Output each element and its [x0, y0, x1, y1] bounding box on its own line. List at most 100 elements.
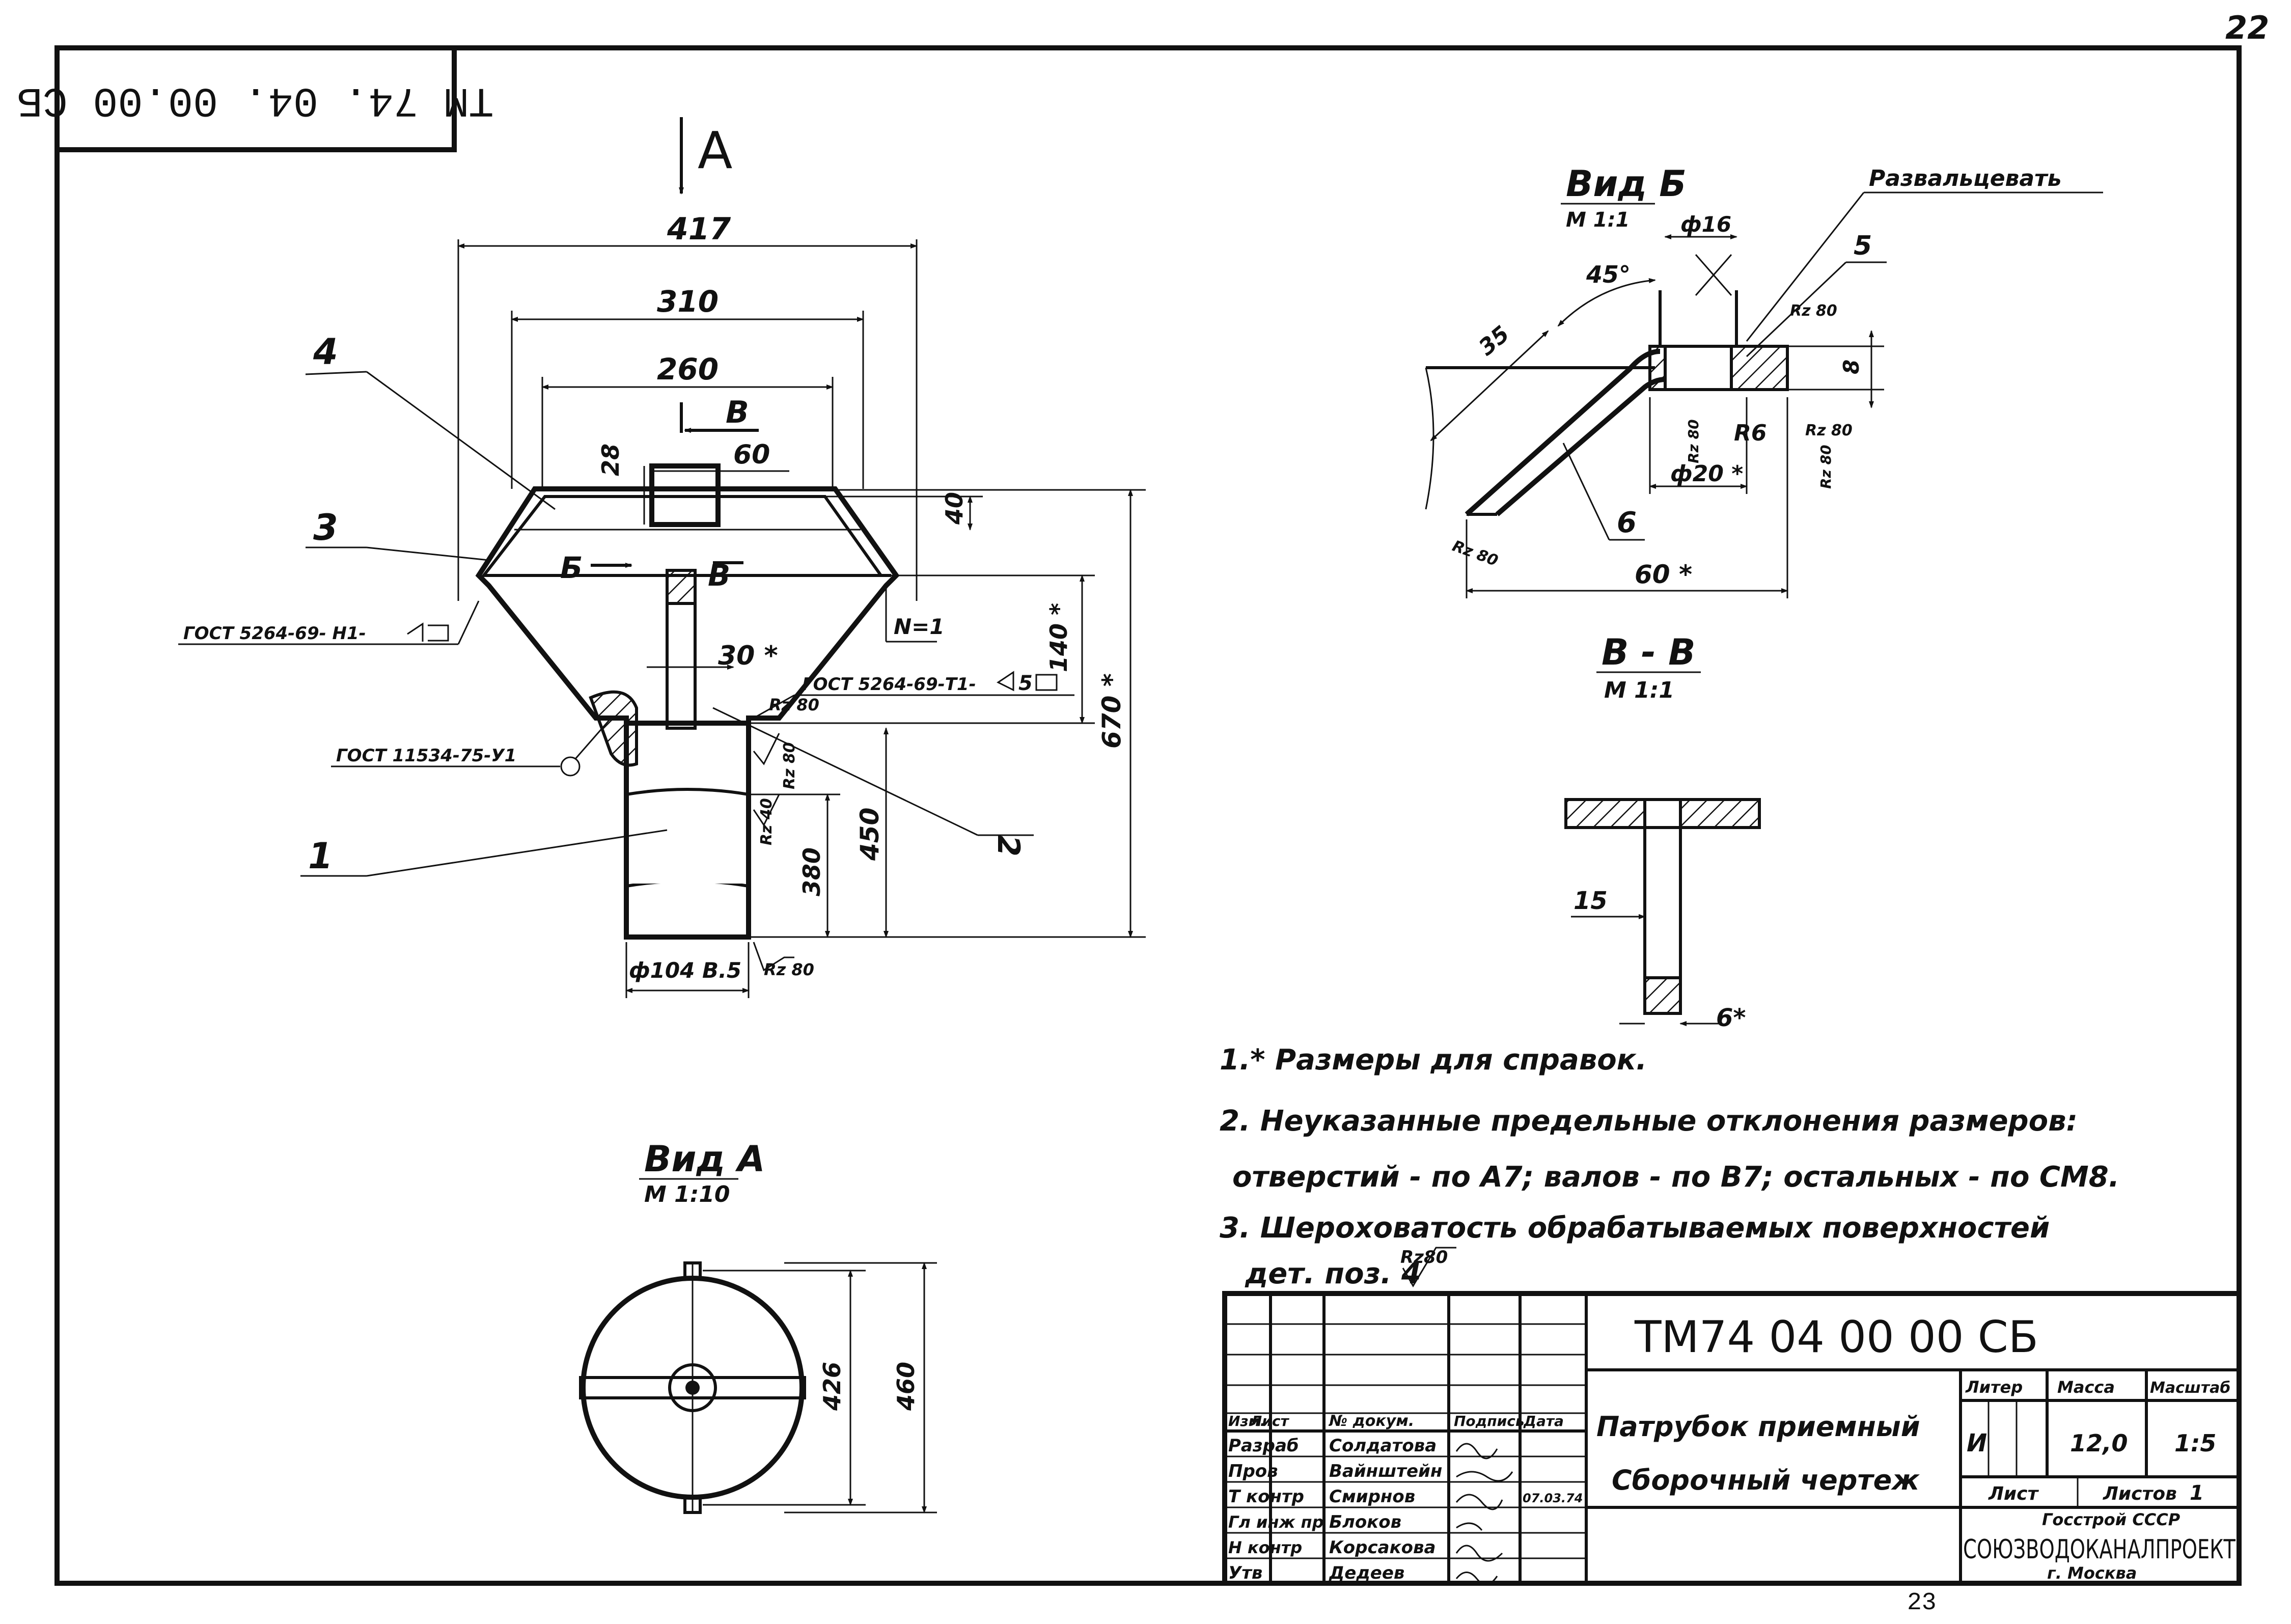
- tb-role-0: Разраб: [1228, 1436, 1299, 1456]
- dim-60-star: 60 *: [1635, 560, 1692, 589]
- tb-role-2: Т контр: [1228, 1487, 1304, 1507]
- rz-b3: Rz 80: [1805, 422, 1853, 439]
- dim-460: 460: [892, 1362, 920, 1411]
- section-bb-scale: М 1:1: [1604, 677, 1674, 703]
- bb-plate-right: [1679, 798, 1761, 829]
- tb-h-doc: № докум.: [1328, 1412, 1414, 1430]
- view-b-scale: М 1:1: [1566, 208, 1630, 232]
- main-view: А 417 310 260 В 60 28 40 Б: [178, 117, 1146, 998]
- rz-b2: Rz 80: [1685, 419, 1702, 463]
- tb-mass-label: Масса: [2057, 1378, 2115, 1397]
- dim-15: 15: [1574, 887, 1608, 915]
- tb-h-date: Дата: [1523, 1413, 1564, 1429]
- note-1: 1.* Размеры для справок.: [1220, 1043, 1647, 1077]
- dim-380: 380: [798, 847, 825, 896]
- tb-date-2: 07.03.74: [1523, 1491, 1583, 1505]
- dim-d16: ф16: [1680, 212, 1731, 237]
- corner-stamp: ТМ 74. 04. 00.00 СБ: [18, 76, 494, 124]
- rz-4: Rz 80: [764, 960, 814, 979]
- dim-6-star: 6*: [1716, 1004, 1746, 1032]
- tb-litera-label: Литер: [1965, 1378, 2023, 1397]
- tb-mass: 12,0: [2070, 1429, 2128, 1457]
- tb-h-list: Лист: [1250, 1413, 1289, 1429]
- bent-tube: [1465, 349, 1661, 516]
- tb-name-4: Корсакова: [1329, 1537, 1436, 1558]
- cone-inner: [480, 495, 884, 577]
- dim-140: 140 *: [1045, 603, 1072, 672]
- rz-3: Rz 80: [781, 742, 798, 789]
- note-2: 2. Неуказанные предельные отклонения раз…: [1220, 1105, 2078, 1138]
- dim-45: 45°: [1586, 261, 1631, 288]
- section-bb: В - В М 1:1 15 6*: [1564, 631, 1761, 1032]
- tb-role-1: Пров: [1228, 1461, 1278, 1481]
- tb-role-5: Утв: [1228, 1563, 1262, 1583]
- tb-name-0: Солдатова: [1329, 1436, 1437, 1456]
- tb-sheet-label: Лист: [1988, 1483, 2039, 1504]
- dim-28: 28: [597, 444, 624, 476]
- tb-sheets: 1: [2190, 1481, 2204, 1505]
- tb-h-izm: Изм.: [1228, 1413, 1265, 1429]
- note-3: 3. Шероховатость обрабатываемых поверхно…: [1220, 1212, 2050, 1245]
- tb-scale-label: Масштаб: [2150, 1379, 2230, 1397]
- dim-35: 35: [1474, 321, 1514, 361]
- view-a-title: Вид А: [644, 1138, 765, 1180]
- callout-3: 3: [313, 507, 338, 548]
- view-a-scale: М 1:10: [644, 1181, 730, 1207]
- bb-plate-left: [1564, 798, 1646, 829]
- view-a-arrow-label: А: [698, 121, 732, 180]
- section-b-top: В: [726, 395, 749, 430]
- dim-d20: ф20 *: [1670, 461, 1743, 487]
- tb-scale: 1:5: [2174, 1429, 2216, 1457]
- tb-doc-code: ТМ74 04 00 00 СБ: [1634, 1312, 2038, 1363]
- view-b: Вид Б М 1:1 Развальцевать 5 ф16 45° 35 ф…: [1425, 163, 2103, 598]
- note-rz: Rz80: [1400, 1247, 1448, 1268]
- weld-left: ГОСТ 5264-69- Н1-: [183, 623, 366, 644]
- tb-name-2: Смирнов: [1329, 1487, 1415, 1507]
- view-b-marker: Б: [560, 550, 583, 585]
- sheet-number: 22: [2225, 9, 2269, 46]
- n1-label: N=1: [894, 614, 945, 639]
- sheet-frame: [54, 45, 2242, 1586]
- title-block: Изм. Лист № докум. Подпись Дата Разраб С…: [1222, 1291, 2242, 1586]
- signatures: [1455, 1443, 1513, 1585]
- weld-size-right: 5: [1018, 672, 1033, 695]
- roll-note: Развальцевать: [1869, 166, 2061, 191]
- dim-450: 450: [855, 808, 885, 861]
- tb-role-3: Гл инж пр: [1228, 1512, 1324, 1532]
- callout-6: 6: [1617, 506, 1637, 539]
- tb-name-1: Вайнштейн: [1329, 1461, 1442, 1481]
- tb-org2: СОЮЗВОДОКАНАЛПРОЕКТ: [1963, 1534, 2235, 1565]
- weld-bead: [589, 690, 638, 767]
- tb-org1: Госстрой СССР: [2042, 1510, 2180, 1529]
- tb-sheets-label: Листов: [2103, 1483, 2177, 1504]
- callout-5: 5: [1854, 231, 1872, 261]
- dim-60: 60: [733, 439, 770, 470]
- rz-b5: Rz 80: [1790, 302, 1837, 320]
- dim-40: 40: [941, 492, 968, 525]
- notes: 1.* Размеры для справок. 2. Неуказанные …: [1220, 1043, 2119, 1290]
- tb-city: г. Москва: [2047, 1563, 2137, 1583]
- dim-d104: ф104 В.5: [629, 958, 741, 983]
- note-3b: дет. поз. 4: [1245, 1257, 1421, 1290]
- view-b-title: Вид Б: [1566, 163, 1687, 205]
- tb-name-line2: Сборочный чертеж: [1612, 1464, 1920, 1496]
- dim-426: 426: [818, 1362, 846, 1411]
- tb-h-sign: Подпись: [1454, 1413, 1525, 1429]
- callout-1: 1: [308, 835, 333, 877]
- tb-litera: И: [1967, 1429, 1987, 1457]
- tb-name-5: Дедеев: [1329, 1563, 1404, 1583]
- section-bb-title: В - В: [1602, 631, 1696, 673]
- weld-right: ГОСТ 5264-69-Т1-: [802, 674, 976, 695]
- callout-4: 4: [313, 331, 338, 373]
- weld-bottom: ГОСТ 11534-75-У1: [336, 746, 516, 766]
- corner-stamp-box: [54, 45, 457, 152]
- view-a: Вид А М 1:10 426 460: [579, 1138, 937, 1514]
- dim-r6: R6: [1734, 420, 1767, 446]
- bb-tube-end: [1643, 976, 1682, 1015]
- dim-30: 30 *: [718, 641, 778, 671]
- callout-2: 2: [990, 835, 1026, 857]
- dim-260: 260: [657, 352, 719, 387]
- dim-670: 670 *: [1097, 673, 1126, 749]
- dim-310: 310: [657, 284, 719, 319]
